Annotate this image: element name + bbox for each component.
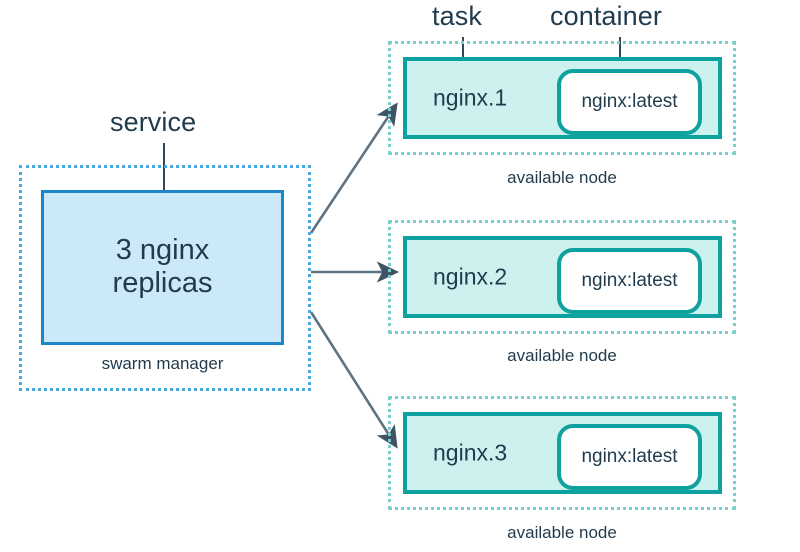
annotation-task-label: task [432, 1, 482, 31]
arrow-to-node-3 [309, 311, 398, 449]
container-image-1: nginx:latest [581, 91, 678, 112]
available-node-group-2 [388, 220, 736, 334]
task-name-1: nginx.1 [433, 84, 508, 111]
task-name-3: nginx.3 [433, 439, 508, 466]
available-node-label-2: available node [507, 346, 617, 365]
available-node-group-3 [388, 396, 736, 510]
service-box-text: 3 nginx replicas [112, 233, 213, 300]
annotation-service-leader-line [163, 143, 165, 225]
container-box-2[interactable]: nginx:latest [557, 248, 702, 314]
container-image-3: nginx:latest [581, 446, 678, 467]
task-box-3[interactable]: nginx.3 nginx:latest [403, 412, 722, 494]
available-node-label-3: available node [507, 523, 617, 542]
available-node-label-1: available node [507, 168, 617, 187]
annotation-service-label: service [110, 107, 197, 137]
swarm-manager-group [19, 165, 311, 391]
task-box-1[interactable]: nginx.1 nginx:latest [403, 57, 722, 139]
task-box-2[interactable]: nginx.2 nginx:latest [403, 236, 722, 318]
arrow-to-node-1 [309, 102, 398, 234]
container-box-1[interactable]: nginx:latest [557, 69, 702, 135]
service-box[interactable]: 3 nginx replicas [41, 190, 284, 345]
available-node-group-1 [388, 41, 736, 155]
container-image-2: nginx:latest [581, 270, 678, 291]
annotation-container-label: container [550, 1, 662, 31]
swarm-manager-label: swarm manager [101, 354, 224, 373]
task-name-2: nginx.2 [433, 263, 508, 290]
container-box-3[interactable]: nginx:latest [557, 424, 702, 490]
